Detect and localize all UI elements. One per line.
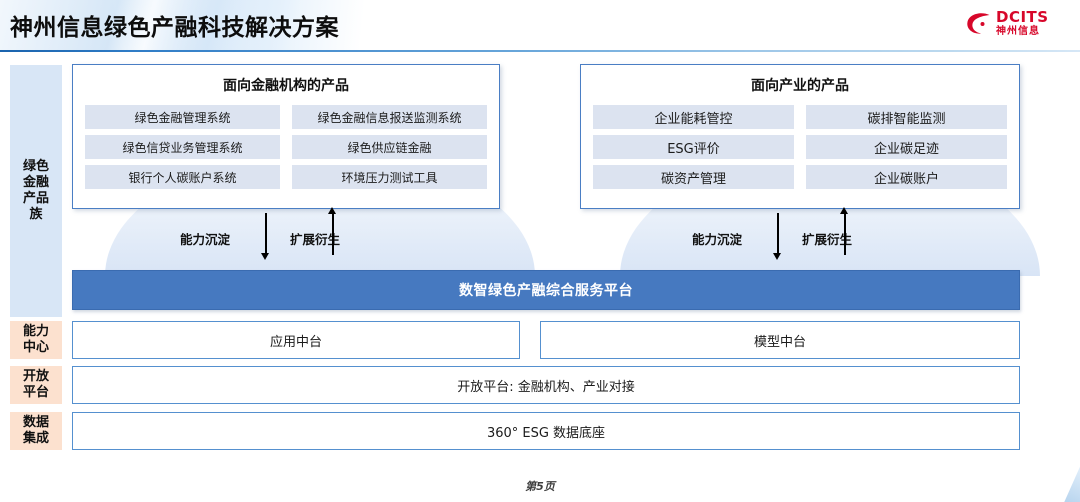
arrow-up-line: [332, 213, 334, 255]
panel-item-grid: 企业能耗管控 碳排智能监测 ESG评价 企业碳足迹 碳资产管理 企业碳账户: [593, 105, 1007, 189]
product-chip[interactable]: 碳排智能监测: [806, 105, 1007, 129]
rail-line: 平台: [22, 385, 49, 400]
product-chip[interactable]: 环境压力测试工具: [292, 165, 487, 189]
row-label: 模型中台: [753, 334, 806, 350]
rail-label-ability-center-text: 能力 中心: [21, 324, 51, 356]
rail-label-ability-center: 能力 中心: [10, 321, 62, 359]
row-model-middle-platform[interactable]: 模型中台: [540, 321, 1020, 359]
row-label: 360° ESG 数据底座: [486, 425, 606, 441]
flow-label-expansion-derivation: 扩展衍生: [802, 232, 853, 247]
row-application-middle-platform[interactable]: 应用中台: [72, 321, 520, 359]
logo-wordmark: DCITS 神州信息: [996, 9, 1072, 38]
logo-text-cn: 神州信息: [996, 26, 1040, 37]
rail-line: 金融: [22, 175, 49, 190]
flow-label-capability-precipitation: 能力沉淀: [180, 232, 231, 247]
panel-financial-institution-products: 面向金融机构的产品 绿色金融管理系统 绿色金融信息报送监测系统 绿色信贷业务管理…: [72, 64, 500, 209]
platform-bar-label: 数智绿色产融综合服务平台: [459, 283, 633, 299]
rail-line: 产品: [22, 191, 49, 206]
platform-bar[interactable]: 数智绿色产融综合服务平台: [72, 270, 1020, 310]
logo-text-en: DCITS: [996, 8, 1049, 26]
row-open-platform[interactable]: 开放平台: 金融机构、产业对接: [72, 366, 1020, 404]
product-chip[interactable]: ESG评价: [593, 135, 794, 159]
product-chip[interactable]: 银行个人碳账户系统: [85, 165, 280, 189]
header-divider: [0, 50, 1080, 52]
product-chip[interactable]: 企业碳足迹: [806, 135, 1007, 159]
flow-label-expansion-derivation: 扩展衍生: [290, 232, 341, 247]
rail-label-data-integration: 数据 集成: [10, 412, 62, 450]
arrow-down-line: [777, 213, 779, 255]
panel-item-grid: 绿色金融管理系统 绿色金融信息报送监测系统 绿色信贷业务管理系统 绿色供应链金融…: [85, 105, 487, 189]
arrow-down-line: [265, 213, 267, 255]
panel-title: 面向产业的产品: [751, 78, 849, 94]
product-chip[interactable]: 绿色信贷业务管理系统: [85, 135, 280, 159]
rail-line: 开放: [22, 369, 49, 384]
panel-title: 面向金融机构的产品: [223, 78, 349, 94]
product-chip[interactable]: 绿色金融管理系统: [85, 105, 280, 129]
row-label: 应用中台: [269, 334, 322, 350]
brand-logo: DCITS 神州信息: [966, 8, 1072, 42]
arrow-down-head-icon: [773, 253, 781, 260]
slide-header: 神州信息绿色产融科技解决方案 DCITS 神州信息: [0, 0, 1080, 52]
arrow-up-head-icon: [840, 207, 848, 214]
rail-label-open-platform: 开放 平台: [10, 366, 62, 404]
rail-line: 中心: [22, 340, 49, 355]
flow-label-capability-precipitation: 能力沉淀: [692, 232, 743, 247]
product-chip[interactable]: 企业能耗管控: [593, 105, 794, 129]
rail-label-green-product-family-text: 绿色 金融 产品 族: [22, 159, 50, 223]
arrow-up-line: [844, 213, 846, 255]
rail-line: 能力: [22, 324, 49, 339]
row-data-foundation[interactable]: 360° ESG 数据底座: [72, 412, 1020, 450]
product-chip[interactable]: 碳资产管理: [593, 165, 794, 189]
arrow-up-head-icon: [328, 207, 336, 214]
product-chip[interactable]: 绿色金融信息报送监测系统: [292, 105, 487, 129]
rail-line: 绿色: [22, 159, 49, 174]
rail-line: 数据: [22, 415, 49, 430]
arrow-down-head-icon: [261, 253, 269, 260]
panel-industry-products: 面向产业的产品 企业能耗管控 碳排智能监测 ESG评价 企业碳足迹 碳资产管理 …: [580, 64, 1020, 209]
row-label: 开放平台: 金融机构、产业对接: [457, 379, 635, 395]
page-title: 神州信息绿色产融科技解决方案: [10, 15, 339, 41]
rail-line: 族: [29, 207, 43, 222]
slide-body: 绿色 金融 产品 族 能力 中心 开放 平台 数据 集成 面向金融机构的产品 绿…: [0, 56, 1080, 502]
rail-label-data-integration-text: 数据 集成: [21, 415, 51, 447]
rail-label-green-product-family: 绿色 金融 产品 族: [10, 65, 62, 317]
product-chip[interactable]: 企业碳账户: [806, 165, 1007, 189]
product-chip[interactable]: 绿色供应链金融: [292, 135, 487, 159]
rail-line: 集成: [22, 431, 49, 446]
rail-label-open-platform-text: 开放 平台: [21, 369, 51, 401]
page-number: 第5页: [525, 480, 555, 493]
swoosh-icon: [967, 13, 990, 34]
